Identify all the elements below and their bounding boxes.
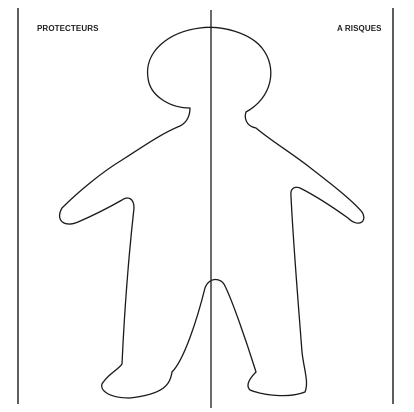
human-silhouette-icon — [60, 27, 364, 398]
risk-column-heading: A RISQUES — [337, 24, 382, 33]
protective-column-heading: PROTECTEURS — [37, 24, 99, 33]
